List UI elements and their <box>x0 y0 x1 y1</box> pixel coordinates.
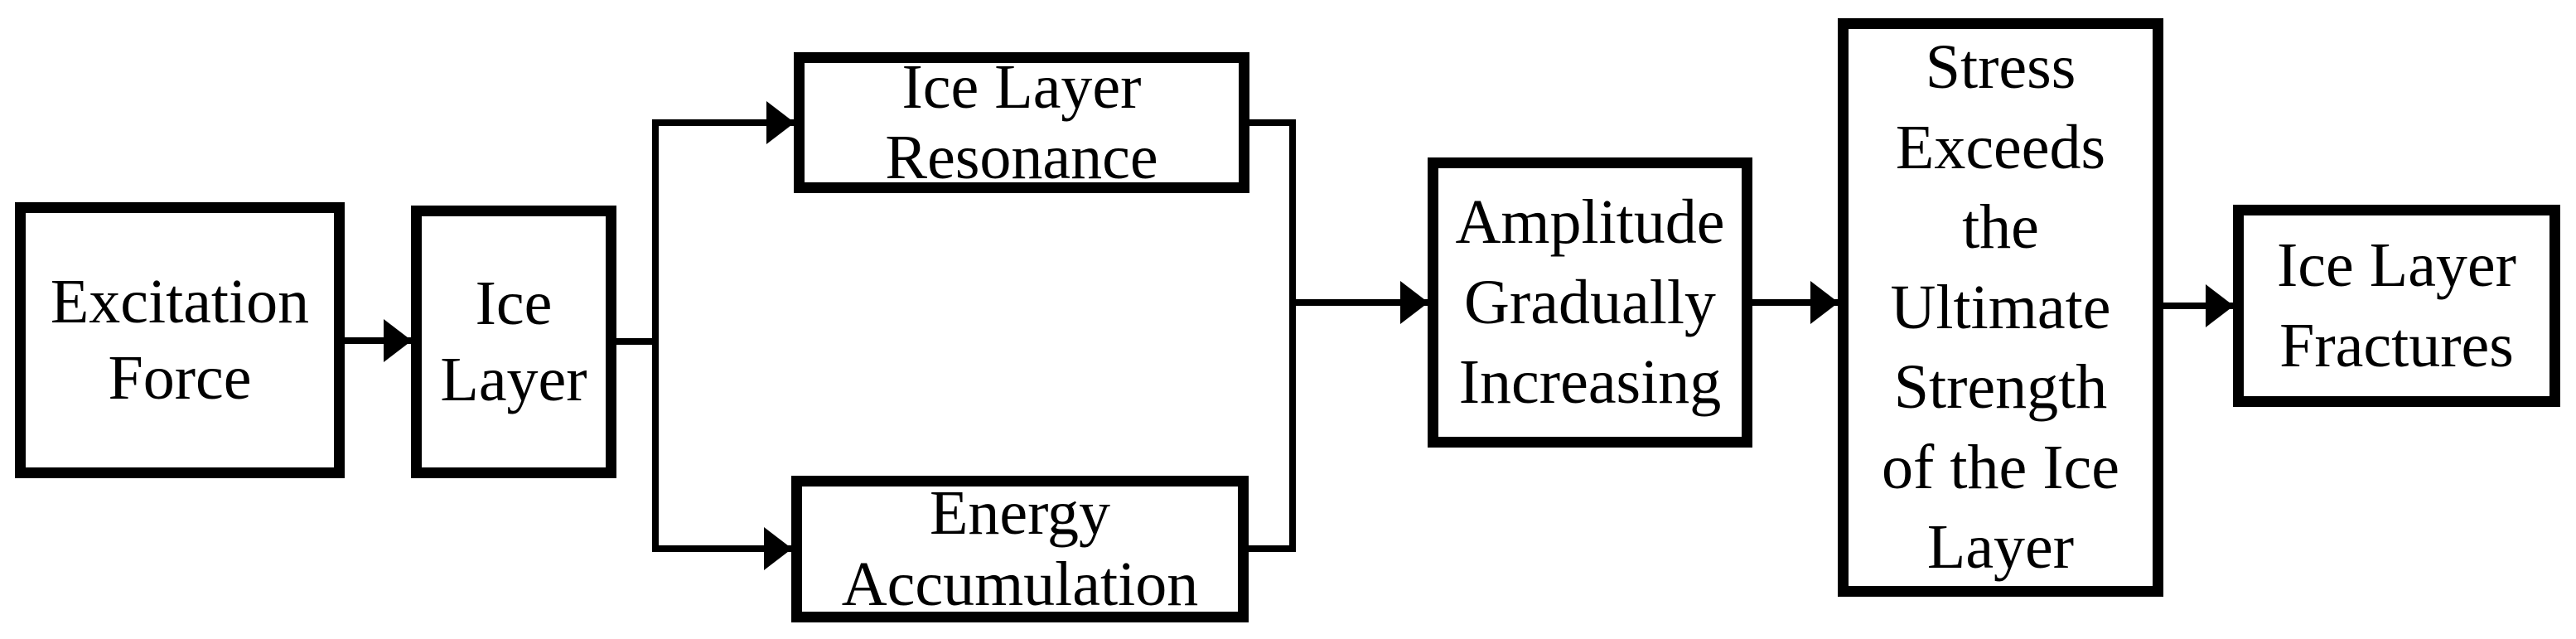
node-ice-layer-fractures: Ice Layer Fractures <box>2233 205 2560 407</box>
node-excitation-force-label: Excitation Force <box>50 267 310 413</box>
node-amplitude-increasing-label: Amplitude Gradually Increasing <box>1455 187 1725 418</box>
node-ice-layer: Ice Layer <box>411 206 616 478</box>
node-ice-layer-label: Ice Layer <box>440 269 587 414</box>
node-ice-layer-resonance-label: Ice Layer Resonance <box>885 51 1158 192</box>
node-ice-layer-fractures-label: Ice Layer Fractures <box>2277 230 2516 380</box>
node-energy-accumulation-label: Energy Accumulation <box>841 478 1199 619</box>
node-stress-exceeds-strength: Stress Exceeds the Ultimate Strength of … <box>1838 18 2163 597</box>
node-amplitude-increasing: Amplitude Gradually Increasing <box>1428 157 1752 448</box>
node-energy-accumulation: Energy Accumulation <box>791 476 1249 622</box>
node-excitation-force: Excitation Force <box>15 202 345 478</box>
node-ice-layer-resonance: Ice Layer Resonance <box>794 52 1249 193</box>
node-stress-exceeds-strength-label: Stress Exceeds the Ultimate Strength of … <box>1882 32 2119 583</box>
